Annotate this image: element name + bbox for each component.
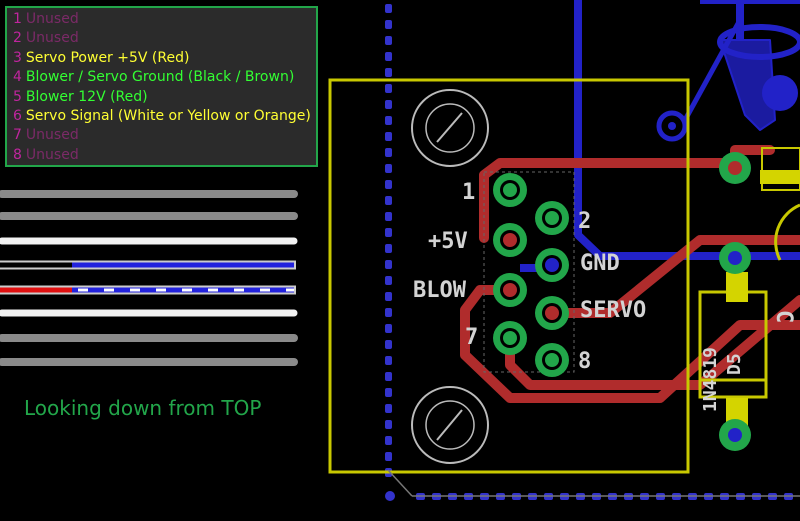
via-dot	[385, 404, 392, 413]
pin-7-label: 7	[465, 325, 478, 350]
legend-pin-number: 6	[13, 108, 22, 125]
via-dot	[385, 148, 392, 157]
legend-pin-description: Blower 12V (Red)	[25, 88, 148, 105]
via	[668, 122, 676, 130]
via-dot	[385, 260, 392, 269]
via-dot	[385, 196, 392, 205]
via-dot	[385, 372, 392, 381]
pad-center	[545, 258, 559, 272]
via-dot	[385, 100, 392, 109]
servo-label: SERVO	[580, 298, 646, 323]
via-dot	[385, 116, 392, 125]
legend-pin-description: Unused	[25, 30, 79, 47]
component-body	[760, 170, 800, 184]
via-dot	[385, 340, 392, 349]
via	[762, 75, 798, 111]
via-dot	[385, 36, 392, 45]
legend-pin-description: Servo Signal (White or Yellow or Orange)	[25, 108, 311, 125]
via-dot	[385, 420, 392, 429]
via-dot	[385, 212, 392, 221]
bottom-traces	[520, 0, 800, 272]
via-dot	[385, 4, 392, 13]
legend-pin-number: 1	[13, 11, 22, 27]
via-dot	[385, 276, 392, 285]
legend-pin-description: Unused	[25, 146, 79, 163]
diode-lead	[726, 272, 748, 302]
legend-pin-number: 3	[13, 49, 22, 66]
via-dot	[385, 436, 392, 445]
via-dot	[385, 132, 392, 141]
via-dot	[385, 491, 395, 501]
via-dot	[385, 292, 392, 301]
via-dot	[385, 244, 392, 253]
legend-pin-number: 8	[13, 146, 22, 163]
pad-center	[545, 306, 559, 320]
via-dot	[385, 324, 392, 333]
via-dot	[385, 68, 392, 77]
via-dot	[385, 228, 392, 237]
via-strip	[385, 4, 392, 477]
via-dot	[385, 452, 392, 461]
mounting-hole-top	[411, 89, 489, 167]
mounting-hole-bottom	[411, 386, 489, 464]
blow-label: BLOW	[413, 278, 467, 303]
board-edge	[387, 469, 413, 497]
pin-1-label: 1	[462, 180, 475, 205]
ribbon-cable	[0, 190, 298, 366]
legend-pin-description: Unused	[25, 11, 79, 27]
legend-pin-description: Servo Power +5V (Red)	[25, 49, 190, 66]
legend-pin-number: 4	[13, 69, 22, 86]
pad-center	[545, 353, 559, 367]
diode-part-label: 1N4819	[700, 347, 721, 412]
top-traces	[460, 145, 800, 403]
component-pads	[719, 152, 800, 451]
pad-center	[503, 331, 517, 345]
via	[656, 110, 688, 142]
connector-outline	[483, 171, 575, 373]
legend-pin-number: 2	[13, 30, 22, 47]
via-dot	[385, 164, 392, 173]
pad-center	[503, 283, 517, 297]
via-dot	[385, 308, 392, 317]
pad-center	[503, 233, 517, 247]
via-dot	[385, 388, 392, 397]
via-dot	[385, 180, 392, 189]
via-dot	[385, 20, 392, 29]
plus5v-label: +5V	[428, 229, 468, 254]
legend-pin-number: 5	[13, 88, 22, 105]
pin-8-label: 8	[578, 349, 591, 374]
pad-center	[503, 183, 517, 197]
legend-pin-description: Blower / Servo Ground (Black / Brown)	[25, 69, 295, 86]
cap-label: C	[771, 310, 796, 323]
via-dot	[385, 356, 392, 365]
via-dot	[385, 84, 392, 93]
legend-pin-number: 7	[13, 127, 22, 144]
pin-2-label: 2	[578, 209, 591, 234]
connector-pads	[493, 173, 569, 377]
pad-center	[545, 211, 559, 225]
via-dot	[385, 52, 392, 61]
legend-pin-description: Unused	[25, 127, 79, 144]
gnd-label: GND	[580, 251, 620, 276]
diode-ref-label: D5	[724, 353, 745, 375]
view-caption: Looking down from TOP	[24, 396, 262, 420]
